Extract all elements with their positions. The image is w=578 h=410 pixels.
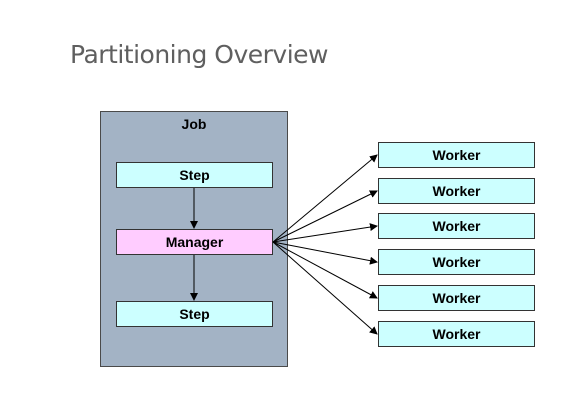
worker-box-3: Worker (378, 213, 535, 239)
job-label: Job (181, 116, 207, 132)
arrow-manager-to-worker-2 (272, 190, 378, 243)
arrow-manager-to-worker-3 (272, 223, 378, 243)
manager-box: Manager (116, 229, 273, 255)
arrow-manager-to-worker-4 (272, 241, 378, 265)
worker-box-4: Worker (378, 249, 535, 275)
arrow-manager-to-worker-6 (272, 241, 378, 335)
step-box-last: Step (116, 301, 273, 327)
worker-box-1: Worker (378, 142, 535, 168)
arrow-manager-to-worker-5 (272, 241, 378, 299)
slide-title: Partitioning Overview (70, 40, 329, 69)
step-box-first: Step (116, 162, 273, 188)
arrow-manager-to-worker-1 (272, 154, 378, 243)
worker-box-2: Worker (378, 178, 535, 204)
worker-box-5: Worker (378, 285, 535, 311)
worker-box-6: Worker (378, 321, 535, 347)
